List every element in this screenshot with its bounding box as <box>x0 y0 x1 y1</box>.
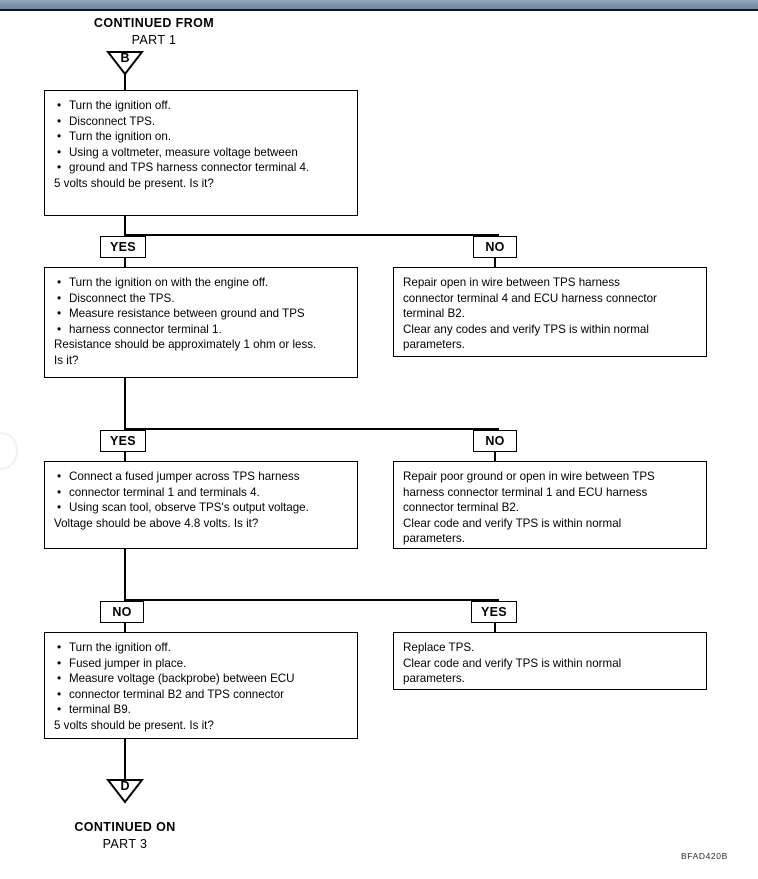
step-1-bullet-1: Turn the ignition off. <box>54 97 348 114</box>
step-4-bullet-3: Measure voltage (backprobe) between ECU <box>54 670 348 687</box>
figure-code: BFAD420B <box>681 851 728 861</box>
step-1-bullet-4-cont: ground and TPS harness connector termina… <box>69 161 310 175</box>
step-3-bullet-1: Connect a fused jumper across TPS harnes… <box>54 468 348 485</box>
branch-1-no-label[interactable]: NO <box>473 236 517 258</box>
branch-1-yes-label[interactable]: YES <box>100 236 146 258</box>
connector-triangle-d: D <box>104 778 146 808</box>
branch-3-horizontal-line <box>124 599 499 601</box>
branch-2-yes-stem <box>124 450 126 462</box>
step-4-bullet-3-cont-a: connector terminal B2 and TPS connector <box>69 687 285 701</box>
footer-stem-line <box>124 739 126 780</box>
step-box-4: Turn the ignition off. Fused jumper in p… <box>44 632 358 739</box>
step-box-2: Turn the ignition on with the engine off… <box>44 267 358 378</box>
step-1-question: 5 volts should be present. Is it? <box>54 176 214 190</box>
outcome-box-2: Repair poor ground or open in wire betwe… <box>393 461 707 549</box>
branch-2-no-label[interactable]: NO <box>473 430 517 452</box>
step-3-bullet-2: Using scan tool, observe TPS's output vo… <box>54 499 348 516</box>
branch-3-drop-line <box>124 549 126 601</box>
branch-3-no-label[interactable]: NO <box>100 601 144 623</box>
step-1-bullet-2: Disconnect TPS. <box>54 113 348 130</box>
outcome-2-line-5: parameters. <box>403 532 465 546</box>
outcome-3-line-3: parameters. <box>403 672 465 686</box>
step-3-question: Voltage should be above 4.8 volts. Is it… <box>54 516 259 530</box>
branch-2-horizontal-line <box>124 428 499 430</box>
page-title-continued-from: CONTINUED FROM <box>93 16 215 30</box>
branch-3-yes-label[interactable]: YES <box>471 601 517 623</box>
step-4-bullet-2: Fused jumper in place. <box>54 655 348 672</box>
step-2-bullet-2: Disconnect the TPS. <box>54 290 348 307</box>
step-4-bullet-1: Turn the ignition off. <box>54 639 348 656</box>
outcome-1-line-5: parameters. <box>403 338 465 352</box>
outcome-1-line-2: connector terminal 4 and ECU harness con… <box>403 291 657 305</box>
step-1-bullet-4: Using a voltmeter, measure voltage betwe… <box>54 144 348 161</box>
outcome-2-line-2: harness connector terminal 1 and ECU har… <box>403 485 648 499</box>
outcome-3-line-2: Clear code and verify TPS is within norm… <box>403 656 622 670</box>
outcome-2-line-1: Repair poor ground or open in wire betwe… <box>403 470 655 483</box>
branch-3-yes-stem <box>494 621 496 633</box>
scan-banner-rule <box>0 9 758 11</box>
branch-1-yes-stem <box>124 256 126 268</box>
scan-banner-strip <box>0 0 758 9</box>
step-2-bullet-3-cont: harness connector terminal 1. <box>69 322 222 336</box>
outcome-2-line-4: Clear code and verify TPS is within norm… <box>403 516 622 530</box>
step-2-bullet-1: Turn the ignition on with the engine off… <box>54 274 348 291</box>
step-box-3: Connect a fused jumper across TPS harnes… <box>44 461 358 549</box>
connector-stem-b <box>124 73 126 91</box>
outcome-1-line-3: terminal B2. <box>403 307 465 321</box>
outcome-box-1: Repair open in wire between TPS harness … <box>393 267 707 357</box>
step-3-bullet-1-cont: connector terminal 1 and terminals 4. <box>69 485 260 499</box>
step-4-bullet-3-cont-b: terminal B9. <box>69 703 131 717</box>
outcome-box-3: Replace TPS. Clear code and verify TPS i… <box>393 632 707 690</box>
branch-3-no-stem <box>124 621 126 633</box>
connector-letter-b: B <box>120 51 130 65</box>
step-box-1: Turn the ignition off. Disconnect TPS. T… <box>44 90 358 216</box>
branch-2-yes-label[interactable]: YES <box>100 430 146 452</box>
branch-1-no-stem <box>494 256 496 268</box>
connector-letter-d: D <box>120 779 130 793</box>
step-4-question: 5 volts should be present. Is it? <box>54 718 214 732</box>
outcome-2-line-3: connector terminal B2. <box>403 501 519 515</box>
footer-title-continued-on: CONTINUED ON <box>74 820 176 834</box>
footer-title-part-3: PART 3 <box>102 837 148 851</box>
page-title-part-1: PART 1 <box>131 33 177 47</box>
scan-artifact <box>0 432 18 470</box>
branch-2-drop-line <box>124 378 126 430</box>
outcome-3-line-1: Replace TPS. <box>403 641 475 654</box>
outcome-1-line-1: Repair open in wire between TPS harness <box>403 276 620 289</box>
branch-1-horizontal-line <box>124 234 499 236</box>
step-2-bullet-3: Measure resistance between ground and TP… <box>54 305 348 322</box>
outcome-1-line-4: Clear any codes and verify TPS is within… <box>403 322 649 336</box>
step-2-question: Resistance should be approximately 1 ohm… <box>54 338 317 352</box>
branch-1-drop-line <box>124 216 126 236</box>
connector-triangle-b: B <box>104 50 146 80</box>
step-1-bullet-3: Turn the ignition on. <box>54 128 348 145</box>
branch-2-no-stem <box>494 450 496 462</box>
step-2-question-cont: Is it? <box>54 353 79 367</box>
